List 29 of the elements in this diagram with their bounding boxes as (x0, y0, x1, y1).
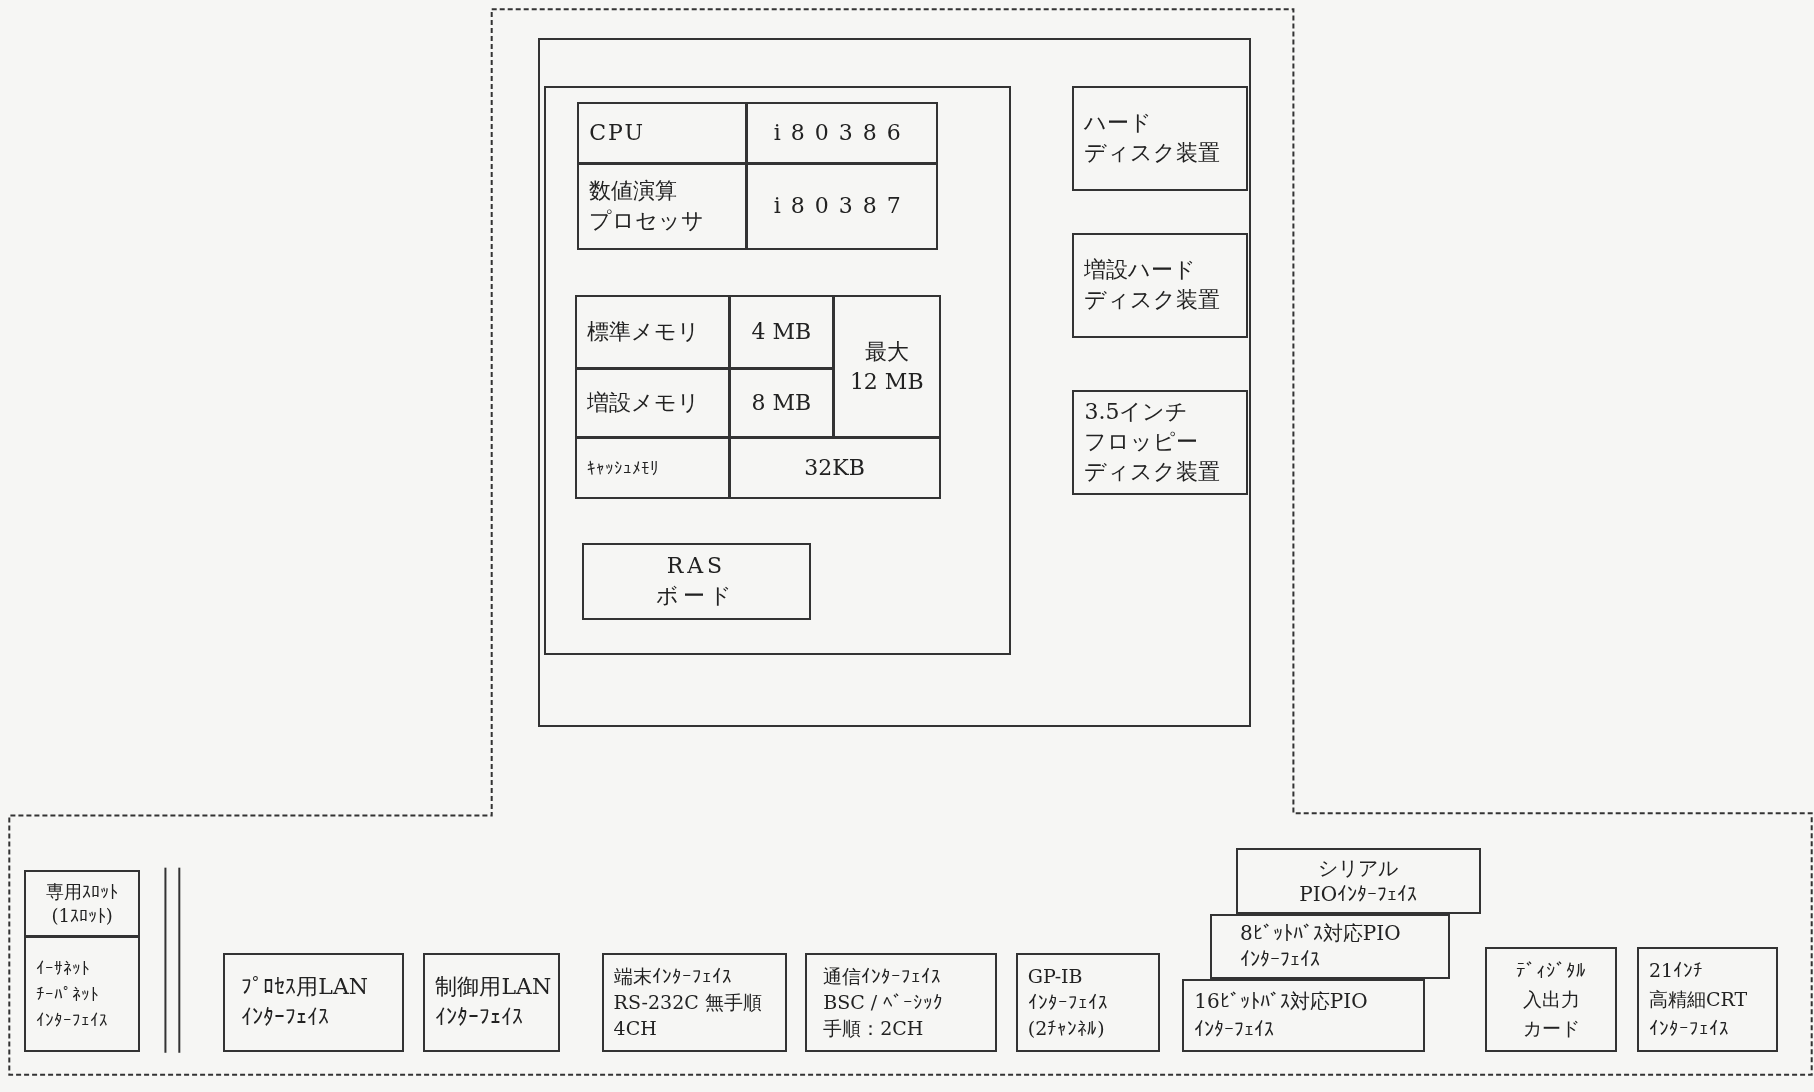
table-cell: 増設メモリ (574, 367, 730, 439)
device-box: 3.5インチフロッピーディスク装置 (1072, 389, 1249, 496)
main-board-box (543, 85, 1012, 655)
board-box: RASボード (581, 542, 811, 621)
table-cell: 32KB (728, 437, 941, 499)
table-cell: 4 MB (728, 295, 835, 369)
interface-card-box: 制御用LANｲﾝﾀｰﾌｪｲｽ (423, 953, 560, 1052)
table-cell: 最大12 MB (832, 295, 941, 439)
interface-card-box: 21ｲﾝﾁ高精細CRTｲﾝﾀｰﾌｪｲｽ (1637, 947, 1779, 1052)
table-cell: i80386 (746, 101, 939, 165)
slot-box: ｲｰｻﾈｯﾄﾁｰﾊﾟﾈｯﾄｲﾝﾀｰﾌｪｲｽ (24, 935, 140, 1052)
interface-card-box: 16ﾋﾞｯﾄﾊﾞｽ対応PIOｲﾝﾀｰﾌｪｲｽ (1182, 978, 1426, 1052)
table-cell: 8 MB (728, 367, 835, 439)
interface-card-box: ﾃﾞｨｼﾞﾀﾙ入出力カード (1485, 947, 1618, 1052)
table-cell: CPU (577, 101, 748, 165)
table-cell: i80387 (746, 163, 939, 250)
interface-card-box: 端末ｲﾝﾀｰﾌｪｲｽRS-232C 無手順4CH (601, 953, 787, 1052)
table-cell: 標準メモリ (574, 295, 730, 369)
interface-card-box: 8ﾋﾞｯﾄﾊﾞｽ対応PIOｲﾝﾀｰﾌｪｲｽ (1210, 913, 1450, 979)
table-cell: ｷｬｯｼｭﾒﾓﾘ (574, 437, 730, 499)
interface-card-box: シリアルPIOｲﾝﾀｰﾌｪｲｽ (1235, 848, 1481, 914)
interface-card-box: 通信ｲﾝﾀｰﾌｪｲｽBSC / ﾍﾞｰｼｯｸ手順：2CH (805, 953, 998, 1052)
table-cell: 数値演算プロセッサ (577, 163, 748, 250)
interface-card-box: GP-IBｲﾝﾀｰﾌｪｲｽ(2ﾁｬﾝﾈﾙ) (1015, 953, 1161, 1052)
computer-unit-box (537, 38, 1251, 727)
slot-box: 専用ｽﾛｯﾄ(1ｽﾛｯﾄ) (24, 869, 140, 938)
interface-card-box: ﾌﾟﾛｾｽ用LANｲﾝﾀｰﾌｪｲｽ (223, 953, 404, 1052)
device-box: 増設ハードディスク装置 (1072, 232, 1249, 338)
device-box: ハードディスク装置 (1072, 85, 1249, 191)
